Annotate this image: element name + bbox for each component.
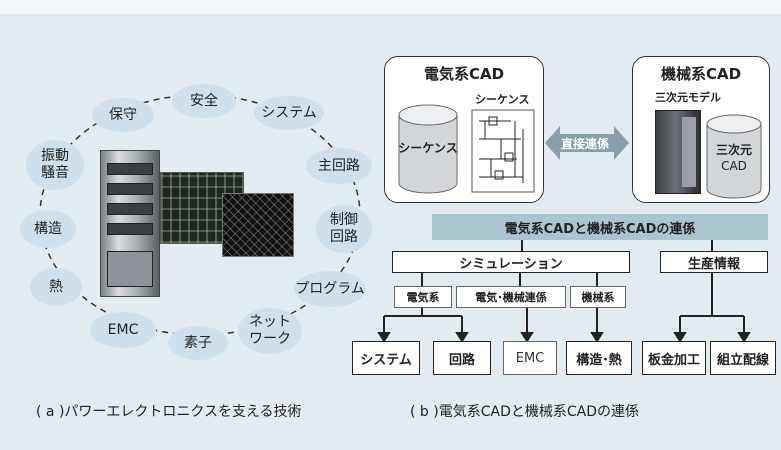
mechanical-cylinder-label-1: 三次元: [715, 143, 752, 157]
leaf-circuit: 回路: [433, 341, 491, 375]
integration-banner: 電気系CADと機械系CADの連係: [432, 214, 768, 240]
leaf-assembly-wiring: 組立配線: [710, 341, 776, 375]
simulation-bar: シミュレーション: [392, 251, 630, 273]
ring-node-program: プログラム: [294, 271, 366, 307]
leaf-sheet-metal: 板金加工: [642, 341, 706, 375]
ring-node-safety: 安全: [172, 84, 236, 118]
top-strip: [0, 0, 781, 14]
ring-node-maintenance: 保守: [92, 98, 154, 132]
ring-node-main-circuit: 主回路: [306, 148, 372, 184]
3d-model-label: 三次元モデル: [655, 91, 721, 104]
leaf-structure-heat: 構造･熱: [566, 341, 632, 375]
power-cabinet-image: [100, 150, 160, 297]
mechanical-cad-cylinder: [706, 114, 762, 199]
cabinet-slot: [107, 183, 153, 195]
ring-node-structure: 構造: [20, 210, 76, 248]
electrical-cad-title: 電気系CAD: [423, 65, 505, 83]
production-info-bar: 生産情報: [660, 251, 768, 273]
sequence-diagram: [471, 109, 535, 193]
tag-electrical-mechanical: 電気･機械連係: [456, 286, 566, 308]
electrical-cad-box: 電気系CAD シーケンス シーケンス: [384, 56, 544, 203]
tag-electrical: 電気系: [394, 286, 452, 308]
electrical-cad-cylinder: [398, 104, 458, 194]
ring-node-control-circuit: 制御 回路: [316, 205, 372, 253]
ring-node-network: ネット ワーク: [238, 308, 302, 354]
cabinet-slot: [107, 251, 153, 287]
caption-a: ( a )パワーエレクトロニクスを支える技術: [36, 404, 302, 420]
sequence-diagram-label: シーケンス: [475, 93, 530, 106]
electrical-cylinder-label: シーケンス: [398, 141, 458, 155]
direct-link-label: 直接連係: [560, 136, 609, 151]
ring-node-emc: EMC: [90, 312, 156, 348]
leaf-emc: EMC: [503, 341, 557, 375]
mechanical-cylinder-label-2: CAD: [721, 159, 747, 173]
cabinet-slot: [107, 223, 153, 235]
cabinet-slot: [107, 163, 153, 175]
circuit-layout-image: [222, 193, 294, 257]
ring-node-system: システム: [254, 96, 324, 130]
3d-model-image: [655, 110, 701, 194]
caption-b: ( b )電気系CADと機械系CADの連係: [410, 404, 639, 420]
ring-node-vibration-noise: 振動 騒音: [26, 140, 84, 190]
tag-mechanical: 機械系: [570, 286, 626, 308]
leaf-system: システム: [352, 341, 420, 375]
cabinet-slot: [107, 203, 153, 215]
mechanical-cad-title: 機械系CAD: [660, 65, 742, 83]
ring-node-element: 素子: [168, 326, 228, 360]
ring-node-heat: 熱: [30, 268, 82, 306]
3d-model-face: [682, 117, 696, 187]
